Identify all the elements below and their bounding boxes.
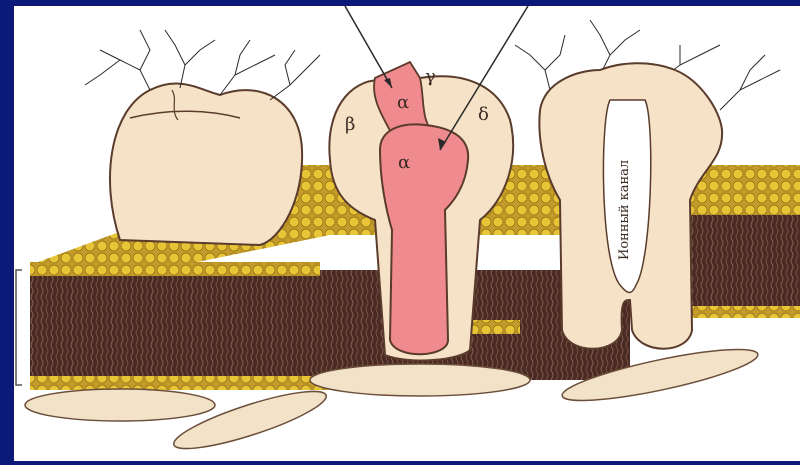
label-alpha-main: α bbox=[398, 152, 410, 173]
label-delta: δ bbox=[478, 104, 489, 125]
lipid-heads-row-bottom-right bbox=[690, 306, 800, 318]
lipid-heads-row-bottom bbox=[30, 376, 330, 390]
label-gamma: γ bbox=[425, 66, 436, 87]
lipid-tails-right bbox=[690, 215, 800, 310]
cytoskeleton-ellipse bbox=[25, 389, 215, 421]
label-beta: β bbox=[345, 114, 355, 135]
glycoprotein-left bbox=[110, 84, 302, 245]
label-ion-channel: Ионный канал bbox=[617, 160, 632, 260]
lipid-heads-row-top bbox=[30, 262, 320, 276]
label-alpha-top: α bbox=[397, 92, 409, 113]
cytoskeleton-ellipse bbox=[310, 364, 530, 396]
lipid-tails-front bbox=[30, 270, 630, 380]
